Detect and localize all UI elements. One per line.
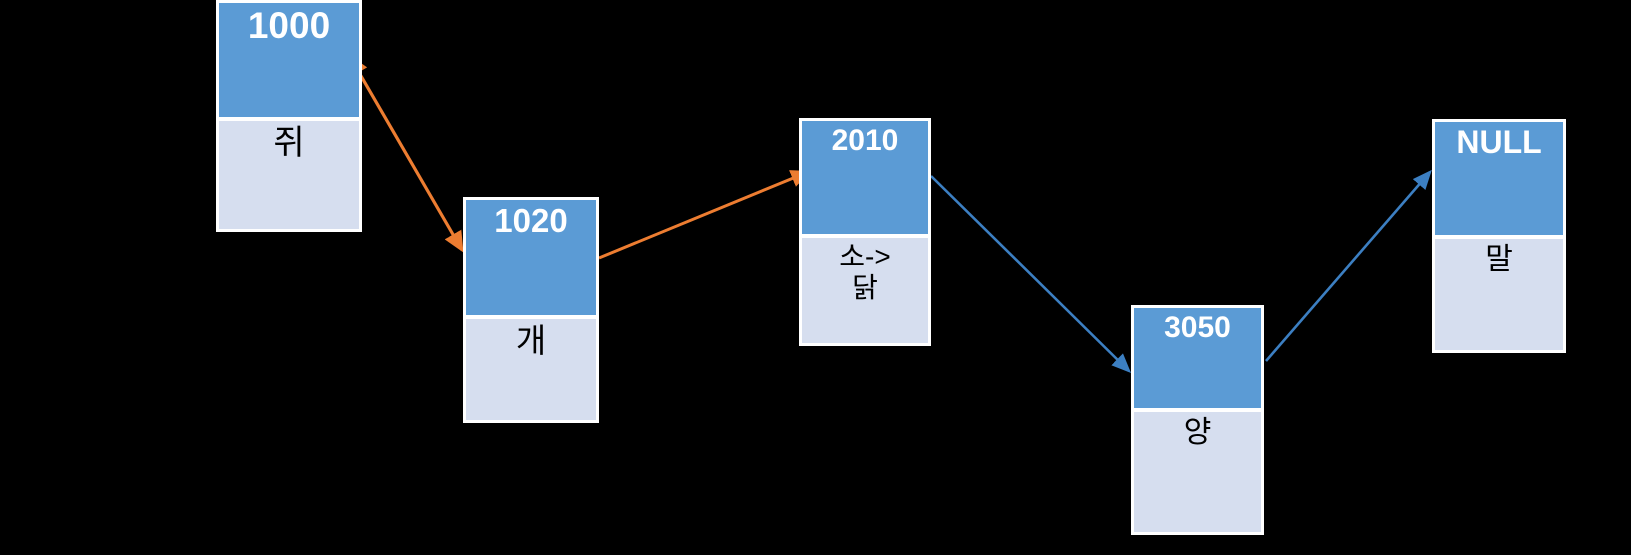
list-node-null[interactable]: NULL 말 [1432,119,1566,353]
node-address-1020: 1020 [466,200,596,315]
node-address-2010: 2010 [802,121,928,234]
arrow-1020-to-2010-group [598,170,811,260]
list-node-1020[interactable]: 1020 개 [463,197,599,423]
list-node-3050[interactable]: 3050 양 [1131,305,1264,535]
arrow-1020-to-2010 [598,170,811,260]
node-value-1000: 쥐 [219,121,359,229]
arrow-3050-to-null-group [1265,169,1432,362]
node-value-3050: 양 [1134,412,1261,532]
arrow-3050-to-null [1265,169,1432,362]
arrow-1000-to-1020 [348,54,464,253]
list-node-1000[interactable]: 1000 쥐 [216,0,362,232]
arrow-2010-to-3050-group [930,175,1132,374]
node-value-1020: 개 [466,319,596,420]
node-value-null: 말 [1435,239,1563,350]
arrow-2010-to-3050 [930,175,1132,374]
node-address-null: NULL [1435,122,1563,235]
list-node-2010[interactable]: 2010 소-> 닭 [799,118,931,346]
node-address-1000: 1000 [219,3,359,117]
node-value-2010: 소-> 닭 [802,238,928,343]
arrow-1000-to-1020-group [348,54,464,253]
node-address-3050: 3050 [1134,308,1261,408]
